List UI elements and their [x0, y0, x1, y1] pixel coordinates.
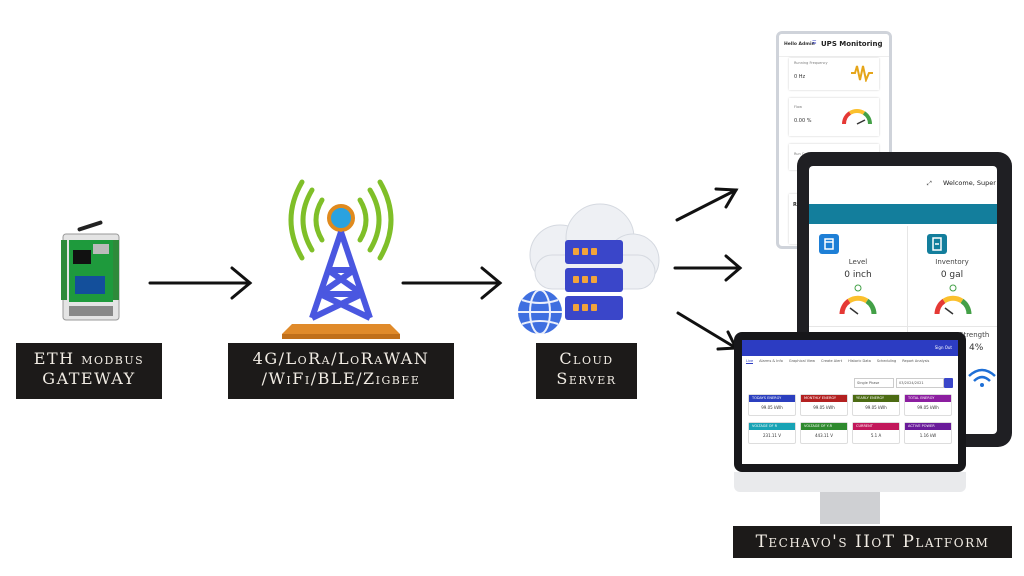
kpi-card: TOTAL ENERGY 99.05 kWh — [904, 394, 952, 416]
kpi-card-value: 99.05 kWh — [813, 405, 835, 410]
kpi-card: TODAYS ENERGY 99.05 kWh — [748, 394, 796, 416]
inventory-value: 0 gal — [940, 270, 964, 280]
kpi-card: YEARLY ENERGY 99.05 kWh — [852, 394, 900, 416]
cloud-server-icon — [518, 203, 660, 335]
strength-label: Strength — [959, 331, 990, 339]
wifi-icon — [968, 368, 996, 387]
cloud-server-illustration — [515, 200, 665, 340]
kpi-card: CURRENT 5.1 A — [852, 422, 900, 444]
network-label-line1: 4G/LoRa/LoRaWAN — [252, 349, 430, 368]
kpi-card-title: CURRENT — [853, 423, 899, 430]
globe-icon — [518, 289, 562, 335]
kpi-card-value: 99.05 kWh — [761, 405, 783, 410]
card-value: 0.00 % — [794, 118, 812, 124]
tank-icon — [819, 234, 839, 254]
kpi-card-title: VOLTAGE OF R — [749, 423, 795, 430]
phone-card-flow: Flow 0.00 % — [789, 98, 879, 136]
tab-report-analysis[interactable]: Report Analysis — [902, 359, 930, 363]
tab-create-alert[interactable]: Create Alert — [821, 359, 843, 363]
monitor-tabs: Live Alarms & Info Graphical View Create… — [746, 359, 929, 364]
card-label: Ro — [793, 202, 800, 208]
arrow-cloud-to-monitor — [676, 311, 739, 351]
kpi-card-value: 443.11 V — [814, 433, 833, 438]
cloud-label-line1: Cloud — [559, 349, 614, 368]
kpi-card: MONTHLY ENERGY 99.05 kWh — [800, 394, 848, 416]
desktop-monitor: Sign Out Live Alarms & Info Graphical Vi… — [734, 332, 966, 472]
network-label-line2: /WiFi/BLE/Zigbee — [261, 369, 421, 388]
gauge-icon — [841, 109, 873, 125]
phone-card-frequency: Running Frequency 0 Hz — [789, 58, 879, 90]
arrow-cloud-to-tablet — [673, 254, 743, 282]
kpi-card-title: ACTIVE POWER — [905, 423, 951, 430]
kpi-card-title: YEARLY ENERGY — [853, 395, 899, 402]
monitor-screen: Sign Out Live Alarms & Info Graphical Vi… — [742, 340, 958, 464]
menu-icon[interactable]: ☰ — [812, 40, 817, 46]
kpi-card-value: 1.16 kW — [919, 433, 937, 438]
kpi-card: ACTIVE POWER 1.16 kW — [904, 422, 952, 444]
cloud-label: Cloud Server — [536, 343, 637, 399]
kpi-card-title: TOTAL ENERGY — [905, 395, 951, 402]
card-label: Flow — [794, 105, 802, 109]
arrow-cloud-to-phone — [675, 187, 739, 222]
monitor-chin — [734, 472, 966, 492]
gateway-icon — [61, 220, 120, 321]
tab-scheduling[interactable]: Scheduling — [876, 359, 897, 363]
phone-greeting: Hello Admin — [784, 42, 815, 47]
tablet-header-bar — [809, 204, 997, 224]
level-label: Level — [848, 258, 868, 266]
kpi-card-value: 231.11 V — [762, 433, 781, 438]
kpi-card-title: TODAYS ENERGY — [749, 395, 795, 402]
arrow-network-to-cloud — [401, 266, 503, 300]
network-label: 4G/LoRa/LoRaWAN /WiFi/BLE/Zigbee — [228, 343, 454, 399]
kebab-menu-icon[interactable]: ⋮ — [878, 40, 884, 47]
inventory-icon — [927, 234, 947, 254]
cloud-label-line2: Server — [556, 369, 617, 388]
tab-historic-data[interactable]: Historic Data — [848, 359, 871, 363]
date-input[interactable]: 03/2024/2021 — [896, 378, 944, 388]
kpi-card-value: 99.05 kWh — [917, 405, 939, 410]
card-label: Running Frequency — [794, 61, 828, 65]
kpi-card-value: 99.05 kWh — [865, 405, 887, 410]
modbus-gateway-device — [55, 220, 125, 330]
kpi-card: VOLTAGE OF Y-R 443.11 V — [800, 422, 848, 444]
kpi-card-title: VOLTAGE OF Y-R — [801, 423, 847, 430]
gateway-label-line2: GATEWAY — [42, 369, 136, 388]
search-button[interactable] — [944, 378, 953, 388]
inventory-gauge-icon — [934, 284, 972, 315]
tab-alarms[interactable]: Alarms & Info — [759, 359, 783, 363]
waveform-icon — [851, 65, 873, 82]
inventory-label: Inventory — [935, 258, 969, 266]
level-value: 0 inch — [844, 270, 872, 280]
phone-header: Hello Admin ☰ UPS Monitoring ⋮ — [779, 34, 889, 57]
phone-title: UPS Monitoring — [821, 40, 883, 48]
platform-label: Techavo's IIoT Platform — [733, 526, 1012, 558]
expand-icon[interactable]: ⤢ — [927, 180, 932, 187]
level-gauge-icon — [839, 284, 877, 315]
kpi-card-title: MONTHLY ENERGY — [801, 395, 847, 402]
signout-link[interactable]: Sign Out — [934, 345, 952, 350]
tab-live[interactable]: Live — [746, 359, 754, 364]
strength-value: 4% — [969, 343, 984, 353]
gateway-label: ETH modbus GATEWAY — [16, 343, 162, 399]
arrow-gateway-to-network — [148, 266, 253, 300]
antenna-tower-icon — [282, 179, 400, 339]
kpi-card: VOLTAGE OF R 231.11 V — [748, 422, 796, 444]
phase-select[interactable]: Single Phase — [854, 378, 894, 388]
monitor-stand — [820, 492, 880, 524]
cell-tower — [282, 178, 400, 340]
gateway-label-line1: ETH modbus — [33, 349, 145, 368]
welcome-text: Welcome, Super Admin — [943, 179, 997, 187]
tab-graphical-view[interactable]: Graphical View — [788, 359, 816, 363]
kpi-card-value: 5.1 A — [870, 433, 882, 438]
monitor-header-bar: Sign Out — [742, 340, 958, 356]
card-value: 0 Hz — [794, 74, 806, 80]
